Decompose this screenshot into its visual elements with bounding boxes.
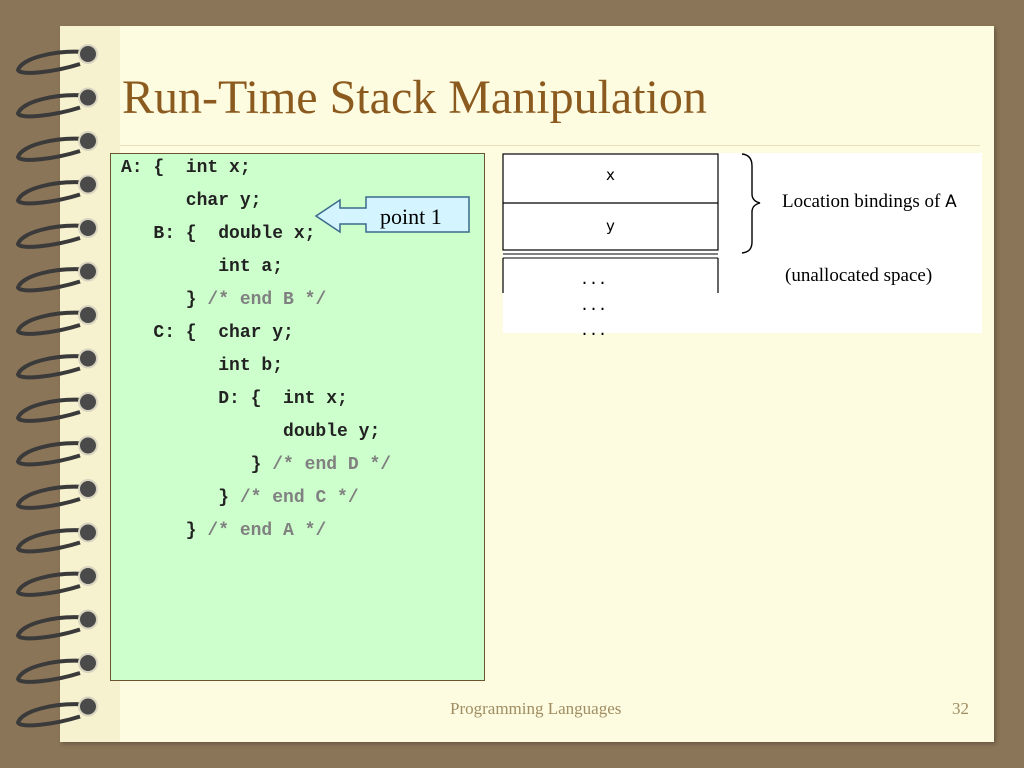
ring-hole bbox=[78, 218, 98, 238]
unallocated-label: (unallocated space) bbox=[785, 265, 933, 286]
stack-diagram bbox=[503, 153, 982, 333]
code-text: D: { int x; bbox=[121, 389, 348, 409]
ring-wire bbox=[15, 441, 86, 467]
ring-hole bbox=[78, 609, 98, 630]
ring-hole bbox=[78, 131, 98, 151]
code-line: } /* end D */ bbox=[121, 455, 391, 475]
ring-hole bbox=[78, 435, 98, 456]
code-text: C: { char y; bbox=[121, 323, 294, 343]
code-text: double y; bbox=[121, 422, 381, 442]
ring-wire bbox=[15, 571, 86, 597]
stack-cell-x: x bbox=[606, 166, 615, 184]
ring-wire bbox=[15, 223, 86, 249]
code-line: } /* end A */ bbox=[121, 521, 326, 541]
ring-hole bbox=[78, 305, 98, 325]
ring-hole bbox=[78, 174, 98, 195]
ring-wire bbox=[15, 702, 86, 728]
ring-wire bbox=[15, 354, 86, 380]
stack-continuation-3: ... bbox=[580, 321, 608, 339]
ring-hole bbox=[78, 87, 98, 108]
code-text: A: { int x; bbox=[121, 158, 251, 178]
code-text: int b; bbox=[121, 356, 284, 376]
code-text: int a; bbox=[121, 257, 284, 277]
ring-wire bbox=[15, 397, 86, 423]
spiral-binding-icon bbox=[15, 44, 98, 728]
brace-icon bbox=[741, 153, 761, 254]
stack-continuation-1: ... bbox=[580, 270, 608, 288]
ring-hole bbox=[78, 44, 98, 64]
ring-wire bbox=[15, 136, 86, 162]
callout-label: point 1 bbox=[380, 204, 442, 229]
code-comment: /* end A */ bbox=[207, 521, 327, 541]
code-text: } bbox=[121, 290, 208, 310]
ring-hole bbox=[78, 392, 98, 412]
code-text: B: { double x; bbox=[121, 224, 316, 244]
code-comment: /* end D */ bbox=[272, 455, 392, 475]
slide-title: Run-Time Stack Manipulation bbox=[122, 71, 707, 124]
code-panel bbox=[110, 153, 485, 681]
code-line: } /* end C */ bbox=[121, 488, 359, 508]
code-line: D: { int x; bbox=[121, 389, 348, 409]
callout-arrow-icon bbox=[314, 196, 470, 234]
ring-wire bbox=[15, 180, 86, 206]
ring-hole bbox=[78, 522, 98, 543]
code-text: } bbox=[121, 455, 273, 475]
ring-hole bbox=[78, 348, 98, 369]
bindings-label: Location bindings of A bbox=[782, 191, 957, 212]
ring-wire bbox=[15, 267, 86, 293]
code-text: char y; bbox=[121, 191, 262, 211]
code-text: } bbox=[121, 521, 208, 541]
code-comment: /* end B */ bbox=[207, 290, 327, 310]
ring-wire bbox=[15, 484, 86, 510]
code-line: } /* end B */ bbox=[121, 290, 326, 310]
code-line: double y; bbox=[121, 422, 380, 442]
ring-hole bbox=[78, 696, 98, 717]
code-line: C: { char y; bbox=[121, 323, 294, 343]
ring-hole bbox=[78, 479, 98, 499]
code-line: A: { int x; bbox=[121, 158, 251, 178]
ring-hole bbox=[78, 653, 98, 673]
ring-hole bbox=[78, 261, 98, 282]
code-comment: /* end C */ bbox=[239, 488, 359, 508]
code-line: int a; bbox=[121, 257, 283, 277]
ring-wire bbox=[15, 93, 86, 119]
ring-wire bbox=[15, 528, 86, 554]
stack-continuation-2: ... bbox=[580, 296, 608, 314]
code-line: char y; bbox=[121, 191, 262, 211]
code-text: } bbox=[121, 488, 240, 508]
ring-wire bbox=[15, 658, 86, 684]
page-number: 32 bbox=[952, 699, 969, 718]
code-line: B: { double x; bbox=[121, 224, 315, 244]
ring-wire bbox=[15, 49, 86, 75]
code-line: int b; bbox=[121, 356, 283, 376]
ring-wire bbox=[15, 615, 86, 641]
ring-wire bbox=[15, 310, 86, 336]
ring-hole bbox=[78, 566, 98, 586]
footer-course: Programming Languages bbox=[450, 699, 622, 718]
title-divider bbox=[120, 145, 980, 146]
stack-cell-y: y bbox=[606, 217, 615, 235]
